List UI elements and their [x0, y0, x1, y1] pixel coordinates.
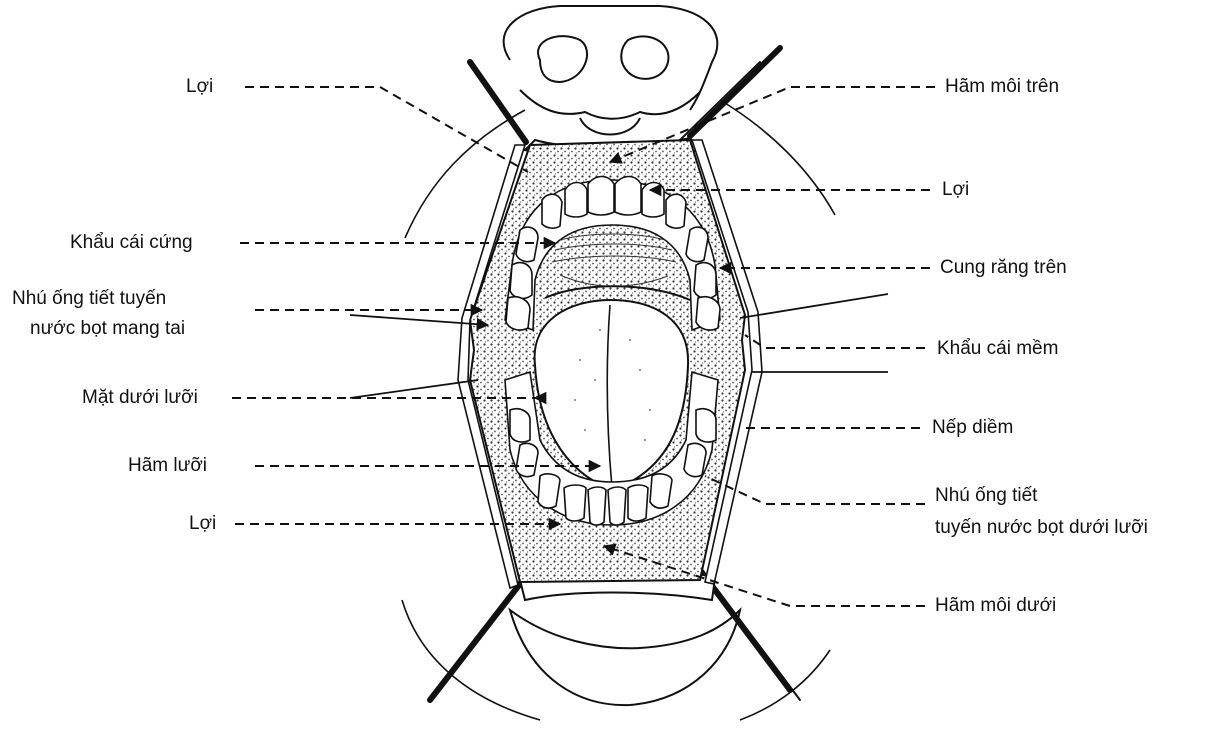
label-nep-diem: Nếp diềm	[932, 416, 1013, 440]
label-nhu-ong-tiet-duoi-luoi-1: Nhú ống tiết	[935, 484, 1037, 508]
label-khau-cai-mem: Khẩu cái mềm	[937, 337, 1058, 361]
label-nhu-ong-tiet-mang-tai-1: Nhú ống tiết tuyến	[12, 287, 166, 311]
label-loi-top-right: Lợi	[942, 178, 969, 202]
leader-khau-cai-mem	[745, 335, 925, 348]
leader-loi-top-left	[245, 87, 528, 172]
label-ham-moi-duoi: Hãm môi dưới	[935, 594, 1056, 618]
label-ham-moi-tren: Hãm môi trên	[945, 75, 1059, 99]
label-khau-cai-cung: Khẩu cái cứng	[70, 231, 193, 255]
label-loi-top-left: Lợi	[186, 75, 213, 99]
label-cung-rang-tren: Cung răng trên	[940, 256, 1067, 280]
label-mat-duoi-luoi: Mặt dưới lưỡi	[82, 386, 198, 410]
label-nhu-ong-tiet-mang-tai-2: nước bọt mang tai	[30, 317, 185, 341]
label-loi-bottom-left: Lợi	[189, 512, 216, 536]
label-nhu-ong-tiet-duoi-luoi-2: tuyến nước bọt dưới lưỡi	[935, 516, 1148, 540]
label-ham-luoi: Hãm lưỡi	[128, 454, 207, 478]
nose-drawing	[504, 6, 718, 135]
